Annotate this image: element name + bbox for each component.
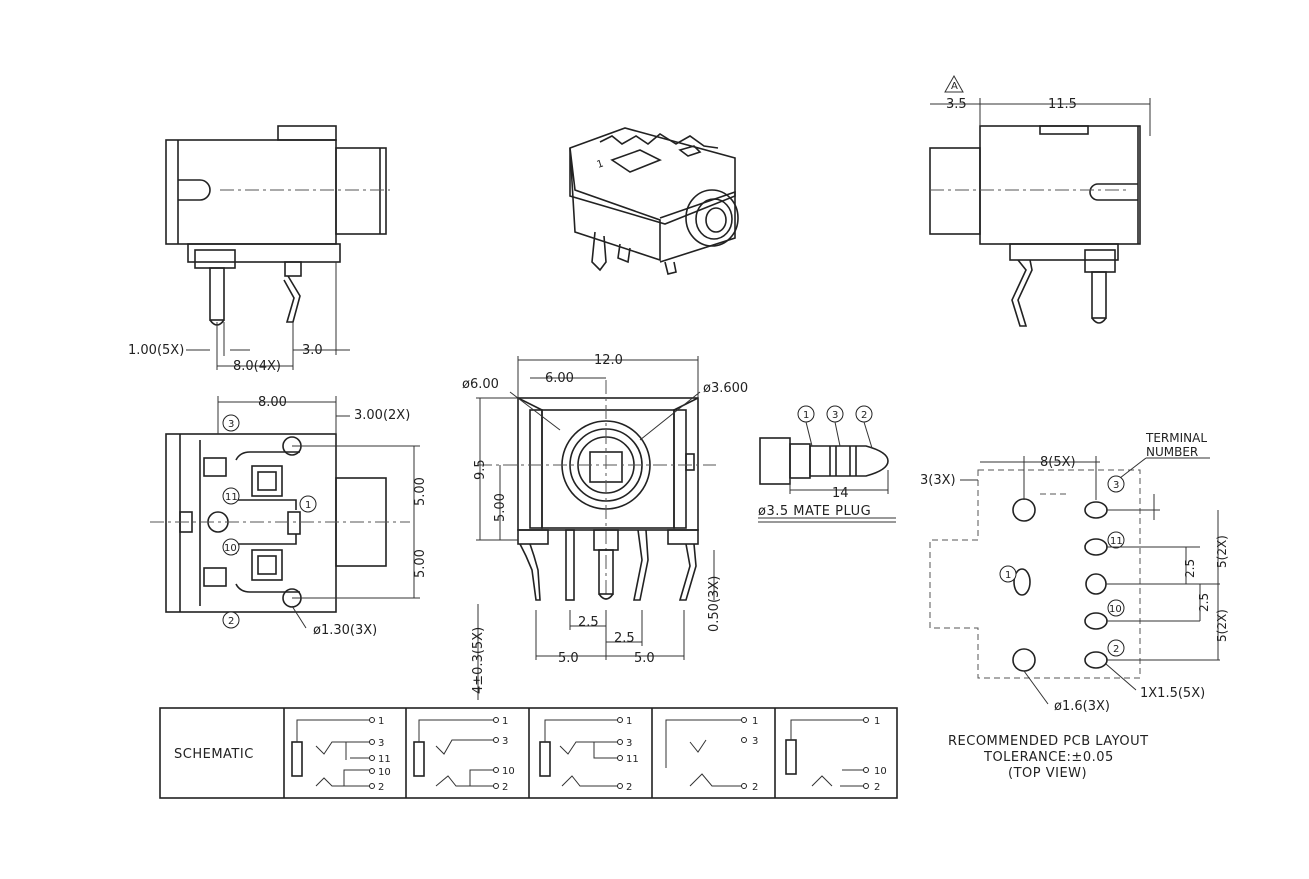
dim-bottom-upper: 5.00 bbox=[413, 477, 428, 506]
sch3-pin-2: 2 bbox=[626, 782, 632, 793]
bottom-pin-3: 3 bbox=[228, 419, 234, 430]
dim-pcb-span-lower: 5(2X) bbox=[1215, 609, 1229, 642]
plug-pin-3: 3 bbox=[832, 410, 838, 421]
dim-bottom-holes: ø1.30(3X) bbox=[313, 623, 377, 638]
sch2-pin-3: 3 bbox=[502, 736, 508, 747]
sch5-pin-1: 1 bbox=[874, 716, 880, 727]
dim-pin-offset: 3.0 bbox=[302, 343, 323, 358]
bottom-view: 8.00 3.00(2X) 5.00 5.00 3 11 1 10 2 ø1.3… bbox=[150, 395, 428, 638]
iso-pin-label: 1 bbox=[596, 158, 605, 170]
dim-front-outer-dia: ø6.00 bbox=[462, 377, 499, 392]
sch3-pin-3: 3 bbox=[626, 738, 632, 749]
pcb-pin-1: 1 bbox=[1005, 570, 1011, 581]
sch2-pin-2: 2 bbox=[502, 782, 508, 793]
dim-pitch-a: 2.5 bbox=[578, 615, 599, 630]
dim-front-half: 6.00 bbox=[545, 371, 574, 386]
note-tolerance: TOLERANCE:±0.05 bbox=[983, 750, 1114, 765]
dim-front-height: 9.5 bbox=[473, 459, 488, 480]
front-view: 12.0 6.00 ø6.00 ø3.600 9.5 5.00 4±0.3(5X… bbox=[462, 353, 748, 700]
sch4-pin-2: 2 bbox=[752, 782, 758, 793]
dim-pcb-pitch: 8(5X) bbox=[1040, 455, 1076, 470]
pcb-pin-2: 2 bbox=[1113, 644, 1119, 655]
note-top-view: (TOP VIEW) bbox=[1008, 766, 1087, 781]
revision-marker: A bbox=[951, 81, 958, 92]
dim-pcb-pitch-v2: 2.5 bbox=[1197, 593, 1211, 612]
schematic-cell-3: 1 3 11 2 bbox=[539, 716, 639, 793]
sch4-pin-1: 1 bbox=[752, 716, 758, 727]
sch1-pin-3: 3 bbox=[378, 738, 384, 749]
sch4-pin-3: 3 bbox=[752, 736, 758, 747]
sch1-pin-1: 1 bbox=[378, 716, 384, 727]
schematic-table: SCHEMATIC 1 3 11 10 2 1 3 10 2 bbox=[159, 707, 898, 799]
sch2-pin-10: 10 bbox=[502, 766, 515, 777]
schematic-cell-2: 1 3 10 2 bbox=[413, 716, 515, 793]
dim-body-offset: 3.5 bbox=[946, 97, 967, 112]
mate-plug-label: ø3.5 MATE PLUG bbox=[758, 504, 871, 519]
dim-body-length: 11.5 bbox=[1048, 97, 1077, 112]
bottom-pin-11: 11 bbox=[225, 492, 238, 503]
dim-front-inner-dia: ø3.600 bbox=[703, 381, 748, 396]
note-pcb-layout: RECOMMENDED PCB LAYOUT bbox=[948, 734, 1149, 749]
dim-plug-length: 14 bbox=[832, 486, 849, 501]
dim-span-right: 5.0 bbox=[634, 651, 655, 666]
pcb-pin-3: 3 bbox=[1113, 480, 1119, 491]
dim-pin-length: 4±0.3(5X) bbox=[471, 627, 486, 694]
dim-pcb-offset: 3(3X) bbox=[920, 473, 956, 488]
sch3-pin-1: 1 bbox=[626, 716, 632, 727]
dim-pin-pitch: 8.0(4X) bbox=[233, 359, 281, 374]
sch5-pin-10: 10 bbox=[874, 766, 887, 777]
sch3-pin-11: 11 bbox=[626, 754, 639, 765]
bottom-pin-10: 10 bbox=[224, 543, 237, 554]
mate-plug: 14 1 3 2 ø3.5 MATE PLUG bbox=[758, 405, 896, 523]
side-view-right: 3.5 11.5 A bbox=[929, 74, 1151, 327]
dim-pcb-pitch-v1: 2.5 bbox=[1183, 559, 1197, 578]
sch2-pin-1: 1 bbox=[502, 716, 508, 727]
sch1-pin-10: 10 bbox=[378, 767, 391, 778]
terminal-number-label-2: NUMBER bbox=[1146, 445, 1198, 459]
schematic-cell-4: 1 3 2 bbox=[665, 716, 758, 793]
plug-pin-2: 2 bbox=[861, 410, 867, 421]
pcb-layout: 8(5X) 3(3X) TERMINAL NUMBER 3 11 1 10 2 … bbox=[920, 431, 1229, 781]
dim-pcb-span-upper: 5(2X) bbox=[1215, 535, 1229, 568]
dim-front-center-height: 5.00 bbox=[493, 493, 508, 522]
sch5-pin-2: 2 bbox=[874, 782, 880, 793]
pcb-pin-11: 11 bbox=[1110, 536, 1123, 547]
plug-pin-1: 1 bbox=[803, 410, 809, 421]
dim-pitch-b: 2.5 bbox=[614, 631, 635, 646]
dim-bottom-lower: 5.00 bbox=[413, 549, 428, 578]
dim-pcb-holes: ø1.6(3X) bbox=[1054, 699, 1110, 714]
dim-bottom-offset: 3.00(2X) bbox=[354, 408, 410, 423]
dim-pin-width: 1.00(5X) bbox=[128, 343, 184, 358]
schematic-title: SCHEMATIC bbox=[174, 747, 254, 762]
terminal-number-label-1: TERMINAL bbox=[1145, 431, 1207, 445]
sch1-pin-2: 2 bbox=[378, 782, 384, 793]
side-view-left: 1.00(5X) 3.0 8.0(4X) bbox=[128, 125, 390, 374]
dim-pcb-slots: 1X1.5(5X) bbox=[1140, 686, 1205, 701]
dim-bottom-width: 8.00 bbox=[258, 395, 287, 410]
schematic-cell-1: 1 3 11 10 2 bbox=[291, 716, 391, 793]
schematic-cell-5: 1 10 2 bbox=[785, 716, 887, 793]
dim-span-left: 5.0 bbox=[558, 651, 579, 666]
pcb-pin-10: 10 bbox=[1109, 604, 1122, 615]
dim-pin-thickness: 0.50(3X) bbox=[707, 576, 722, 632]
sch1-pin-11: 11 bbox=[378, 754, 391, 765]
dim-front-width: 12.0 bbox=[594, 353, 623, 368]
bottom-pin-2: 2 bbox=[228, 616, 234, 627]
isometric-view: 1 bbox=[569, 127, 739, 275]
bottom-pin-1: 1 bbox=[305, 500, 311, 511]
